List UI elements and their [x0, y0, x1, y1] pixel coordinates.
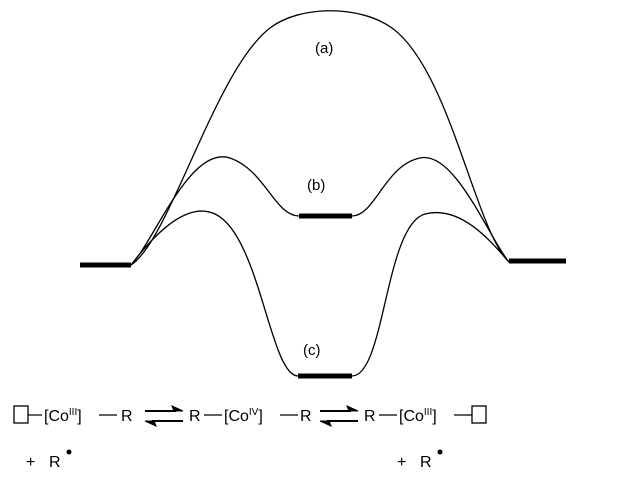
curve-c-label: (c) — [303, 342, 321, 359]
curve-a — [130, 10, 510, 266]
equilibrium-arrow-2 — [319, 405, 359, 427]
reaction-scheme: [CoIII] R R [CoIV] R R [CoIII] + — [13, 405, 487, 471]
radical-r-left: R — [49, 454, 61, 471]
radical-r-right: R — [420, 454, 432, 471]
plus-sign: + — [397, 454, 406, 471]
curve-a-label: (a) — [315, 40, 333, 57]
radical-dot — [437, 449, 443, 455]
cobalt-iii-right: [CoIII] — [399, 407, 437, 425]
ligand-r: R — [364, 408, 376, 425]
vacant-site-left — [13, 405, 29, 424]
equilibrium-arrow-1 — [144, 405, 184, 427]
ligand-r: R — [300, 408, 312, 425]
ligand-r: R — [121, 408, 133, 425]
vacant-site-right — [471, 405, 487, 424]
curve-b-label: (b) — [307, 177, 325, 194]
curve-c — [130, 210, 510, 377]
cobalt-iii-left: [CoIII] — [44, 407, 82, 425]
plus-sign: + — [26, 454, 35, 471]
ligand-r: R — [189, 408, 201, 425]
radical-dot — [66, 449, 72, 455]
curve-b — [130, 156, 510, 266]
cobalt-iv: [CoIV] — [224, 407, 263, 425]
